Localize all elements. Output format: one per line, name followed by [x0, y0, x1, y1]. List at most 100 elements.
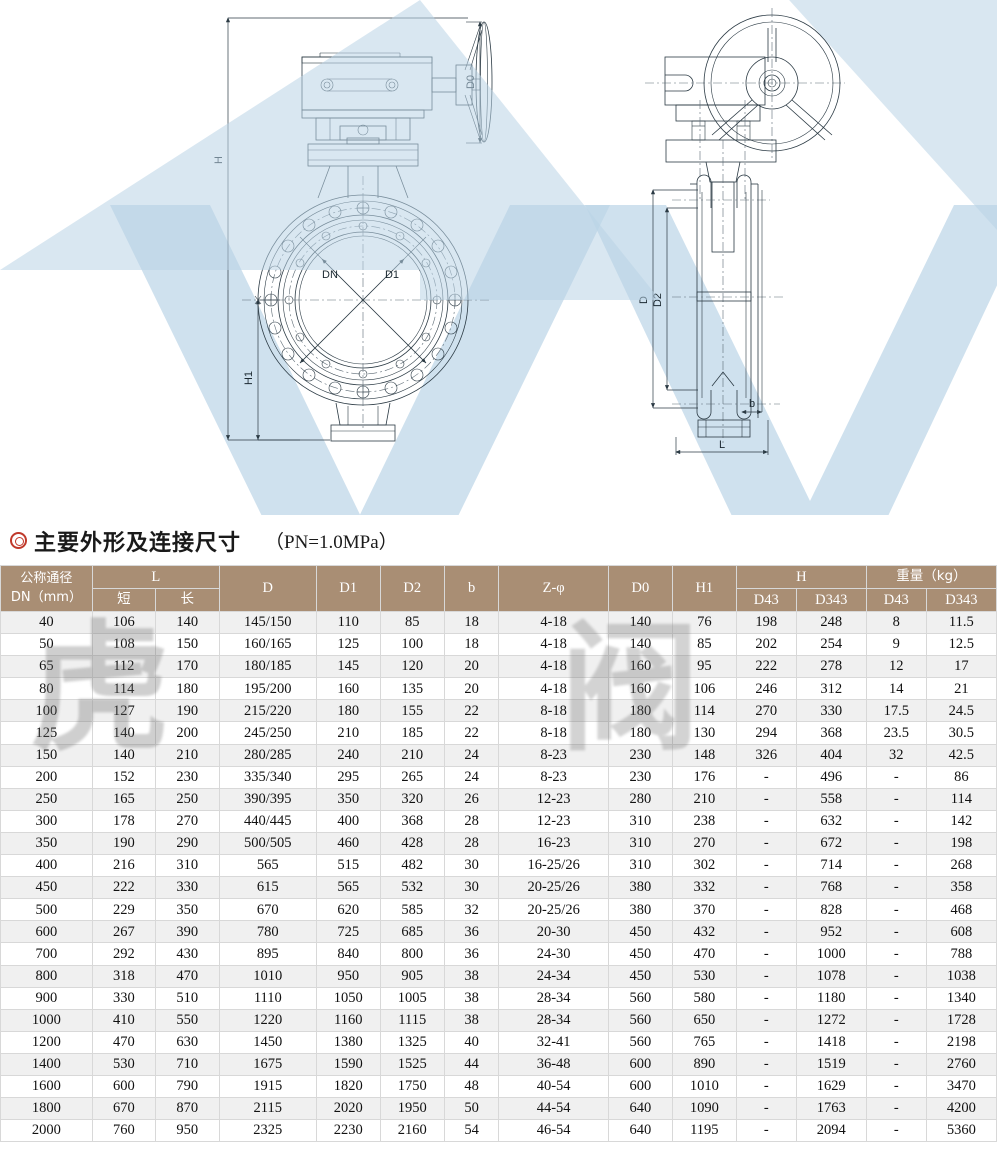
cell-b: 28: [443, 809, 500, 833]
cell-d1: 1160: [315, 1008, 381, 1032]
cell-w-d343: 42.5: [925, 743, 997, 767]
cell-w-d343: 1728: [925, 1008, 997, 1032]
cell-h-d343: 1078: [795, 964, 867, 988]
cell-b: 24: [443, 765, 500, 789]
cell-h-d43: -: [735, 854, 797, 878]
cell-h-d43: -: [735, 1119, 797, 1143]
cell-d2: 1325: [379, 1030, 445, 1054]
header-H-D43: D43: [735, 588, 797, 612]
cell-l-short: 760: [91, 1119, 156, 1143]
cell-z-phi: 12-23: [498, 787, 609, 811]
cell-d: 500/505: [218, 831, 317, 856]
cell-l-long: 330: [154, 876, 220, 900]
cell-d2: 585: [379, 898, 445, 922]
cell-d2: 1525: [379, 1052, 445, 1076]
cell-l-long: 230: [154, 765, 220, 789]
cell-d1: 950: [315, 964, 381, 988]
cell-d2: 532: [379, 876, 445, 900]
cell-l-short: 112: [91, 655, 156, 679]
cell-d2: 1950: [379, 1097, 445, 1121]
cell-b: 20: [443, 677, 500, 701]
cell-h-d343: 714: [795, 854, 867, 878]
cell-z-phi: 44-54: [498, 1097, 609, 1121]
cell-b: 22: [443, 699, 500, 723]
cell-dn: 900: [0, 986, 93, 1010]
header-nominal-diameter-line1: 公称通径: [20, 570, 73, 586]
cell-dn: 1400: [0, 1052, 93, 1076]
cell-l-short: 127: [91, 699, 156, 723]
cell-d0: 180: [607, 699, 673, 723]
cell-d: 280/285: [218, 743, 317, 767]
svg-text:DN: DN: [322, 269, 338, 281]
cell-w-d43: -: [865, 1119, 927, 1143]
cell-h-d343: 1418: [795, 1030, 867, 1054]
cell-z-phi: 20-25/26: [498, 876, 609, 900]
header-weight-D343: D343: [925, 588, 997, 612]
cell-w-d343: 21: [925, 677, 997, 701]
cell-h1: 432: [671, 920, 737, 944]
cell-d2: 482: [379, 854, 445, 878]
cell-b: 30: [443, 876, 500, 900]
cell-w-d343: 1340: [925, 986, 997, 1010]
cell-d1: 725: [315, 920, 381, 944]
svg-text:L: L: [719, 439, 725, 451]
cell-d0: 560: [607, 986, 673, 1010]
cell-b: 20: [443, 655, 500, 679]
cell-l-short: 318: [91, 964, 156, 988]
cell-d1: 160: [315, 677, 381, 701]
cell-h1: 332: [671, 876, 737, 900]
cell-d1: 515: [315, 854, 381, 878]
cell-l-short: 108: [91, 633, 156, 657]
header-Z-phi: Z-φ: [498, 565, 609, 612]
cell-h-d343: 312: [795, 677, 867, 701]
cell-h-d43: -: [735, 986, 797, 1010]
cell-h1: 176: [671, 765, 737, 789]
cell-b: 24: [443, 743, 500, 767]
cell-w-d343: 788: [925, 942, 997, 966]
cell-w-d343: 468: [925, 898, 997, 922]
cell-l-long: 190: [154, 699, 220, 723]
cell-d1: 125: [315, 633, 381, 657]
cell-h-d43: 326: [735, 743, 797, 767]
cell-h-d43: -: [735, 1008, 797, 1032]
cell-l-short: 140: [91, 743, 156, 767]
cell-h-d43: 198: [735, 610, 797, 635]
cell-d0: 560: [607, 1030, 673, 1054]
pressure-rating-note: （PN=1.0MPa）: [265, 532, 398, 553]
valve-line-drawings: .ln { fill:none; stroke:#2b3a44; stroke-…: [213, 8, 845, 455]
cell-d: 335/340: [218, 765, 317, 789]
cell-w-d343: 358: [925, 876, 997, 900]
cell-l-short: 216: [91, 854, 156, 878]
cell-l-long: 200: [154, 721, 220, 745]
cell-d: 195/200: [218, 677, 317, 701]
cell-w-d43: 8: [865, 610, 927, 635]
cell-w-d343: 3470: [925, 1074, 997, 1099]
cell-d0: 230: [607, 765, 673, 789]
header-D2: D2: [379, 565, 445, 612]
cell-d2: 2160: [379, 1119, 445, 1143]
cell-d: 440/445: [218, 809, 317, 833]
cell-h1: 148: [671, 743, 737, 767]
cell-b: 38: [443, 964, 500, 988]
cell-d: 565: [218, 854, 317, 878]
cell-z-phi: 24-34: [498, 964, 609, 988]
cell-z-phi: 46-54: [498, 1119, 609, 1143]
cell-h-d343: 496: [795, 765, 867, 789]
cell-d: 1110: [218, 986, 317, 1010]
cell-l-long: 390: [154, 920, 220, 944]
cell-b: 32: [443, 898, 500, 922]
cell-d1: 145: [315, 655, 381, 679]
table-header-row-2: 短 长 D43 D343 D43 D343: [1, 588, 997, 612]
cell-b: 36: [443, 942, 500, 966]
cell-l-short: 190: [91, 831, 156, 856]
cell-w-d343: 1038: [925, 964, 997, 988]
cell-d0: 640: [607, 1097, 673, 1121]
cell-h-d43: -: [735, 876, 797, 900]
cell-dn: 800: [0, 964, 93, 988]
cell-h-d43: -: [735, 898, 797, 922]
